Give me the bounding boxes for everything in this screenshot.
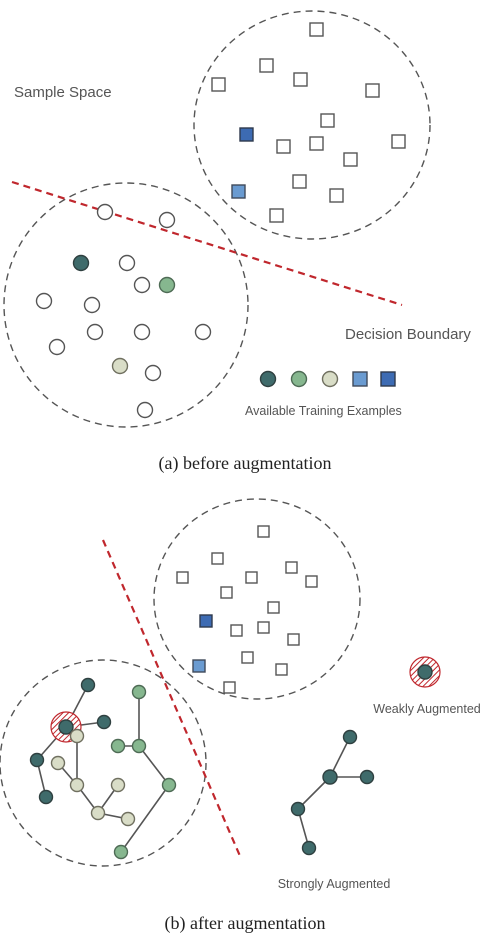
square-sample [211,552,224,565]
caption-b: (b) after augmentation [165,913,326,934]
square-sample [305,575,318,588]
panel-b: Weakly Augmented Strongly Augmented (b) … [0,498,481,934]
circle-sample [144,364,162,382]
circle-sample-green [158,276,176,294]
square-sample [245,571,258,584]
circle-class-region [0,659,207,867]
square-sample [391,134,406,149]
square-sample [309,22,324,37]
square-sample-dark-blue [199,614,213,628]
decision-boundary-line [101,539,242,857]
square-sample [287,633,300,646]
circle-samples [35,203,212,419]
circle-sample-teal [58,719,74,735]
square-sample [241,651,254,664]
legend-teal-circle [259,370,277,388]
legend-teal-circle [417,664,433,680]
square-samples [176,525,318,694]
decision-boundary-label: Decision Boundary [345,326,471,343]
legend-light-blue-square [352,371,368,387]
augmented-node-teal [290,801,306,817]
circle-sample [158,211,176,229]
square-sample [365,83,380,98]
augmented-node-teal [29,752,45,768]
square-sample [176,571,189,584]
decision-boundary-line [11,180,403,307]
caption-a: (a) before augmentation [159,453,332,474]
square-sample [343,152,358,167]
square-sample [223,681,236,694]
square-sample [329,188,344,203]
augmented-node-green [113,844,129,860]
legend-beige-circle [321,370,339,388]
circle-sample [133,276,151,294]
square-sample-dark-blue [239,127,254,142]
square-class-region [193,10,431,240]
square-sample [285,561,298,574]
circle-sample-teal [72,254,90,272]
square-class-region [153,498,361,700]
circle-sample [48,338,66,356]
augmented-node-beige [69,777,85,793]
circle-sample [86,323,104,341]
augmented-node-beige [110,777,126,793]
circle-sample [133,323,151,341]
legend-label: Available Training Examples [245,404,402,418]
legend-teal-circle [322,769,338,785]
circle-sample-beige [111,357,129,375]
augmented-node-teal [38,789,54,805]
circle-sample [136,401,154,419]
square-sample [320,113,335,128]
augmented-node-beige [69,728,85,744]
strongly-augmented-legend: Strongly Augmented [278,729,391,891]
augmented-node-beige [120,811,136,827]
augmented-node-teal [80,677,96,693]
augmented-node-teal [342,729,358,745]
circle-sample [118,254,136,272]
circle-sample [83,296,101,314]
circle-class-region [3,182,249,428]
square-sample [267,601,280,614]
strongly-augmented-label: Strongly Augmented [278,877,391,891]
augmented-node-beige [50,755,66,771]
circle-sample-beige [90,805,106,821]
square-sample [275,663,288,676]
square-sample [292,174,307,189]
circle-sample-green [131,738,147,754]
square-sample [276,139,291,154]
sample-space-label: Sample Space [14,84,112,101]
augmented-node-teal [96,714,112,730]
square-sample [211,77,226,92]
augmented-node-green [161,777,177,793]
square-sample-light-blue [192,659,206,673]
square-sample [220,586,233,599]
square-sample [309,136,324,151]
circle-sample [194,323,212,341]
training-examples-legend: Available Training Examples [245,370,402,418]
augmentation-edges [36,684,367,853]
square-sample [269,208,284,223]
circle-sample [35,292,53,310]
augmented-node-green [131,684,147,700]
square-sample [257,525,270,538]
square-sample [230,624,243,637]
augmented-node-teal [359,769,375,785]
circle-sample [96,203,114,221]
square-sample [259,58,274,73]
augmented-node-green [110,738,126,754]
legend-green-circle [290,370,308,388]
panel-a: Sample Space Decision Boundary [3,10,471,474]
square-sample [257,621,270,634]
square-samples [211,22,406,223]
square-sample-light-blue [231,184,246,199]
augmentation-nodes [29,677,177,860]
weakly-augmented-legend: Weakly Augmented [373,656,481,716]
square-sample [293,72,308,87]
augmented-node-teal [301,840,317,856]
legend-dark-blue-square [380,371,396,387]
weakly-augmented-label: Weakly Augmented [373,702,481,716]
